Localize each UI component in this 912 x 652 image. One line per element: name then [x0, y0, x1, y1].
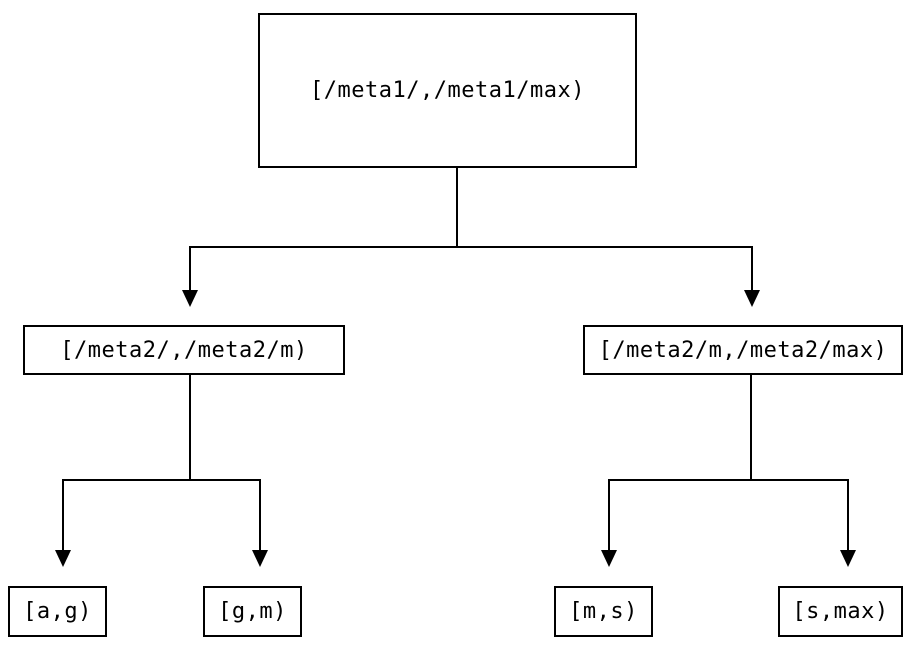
node-leaf-gm: [g,m)	[203, 586, 302, 637]
arrowhead-down-icon-right	[744, 290, 760, 307]
arrowhead-down-icon-ms	[601, 550, 617, 567]
node-leaf-ms: [m,s)	[554, 586, 653, 637]
node-left-interval: [/meta2/,/meta2/m)	[23, 325, 345, 375]
arrowhead-down-icon-left	[182, 290, 198, 307]
node-root-interval: [/meta1/,/meta1/max)	[258, 13, 637, 168]
connector-level1-bracket	[189, 246, 753, 291]
node-leaf-ag: [a,g)	[8, 586, 107, 637]
connector-right-bracket	[608, 479, 849, 551]
node-right-interval: [/meta2/m,/meta2/max)	[583, 325, 903, 375]
node-leaf-smax: [s,max)	[778, 586, 903, 637]
connector-left-bracket	[62, 479, 261, 551]
arrowhead-down-icon-gm	[252, 550, 268, 567]
arrowhead-down-icon-smax	[840, 550, 856, 567]
arrowhead-down-icon-ag	[55, 550, 71, 567]
